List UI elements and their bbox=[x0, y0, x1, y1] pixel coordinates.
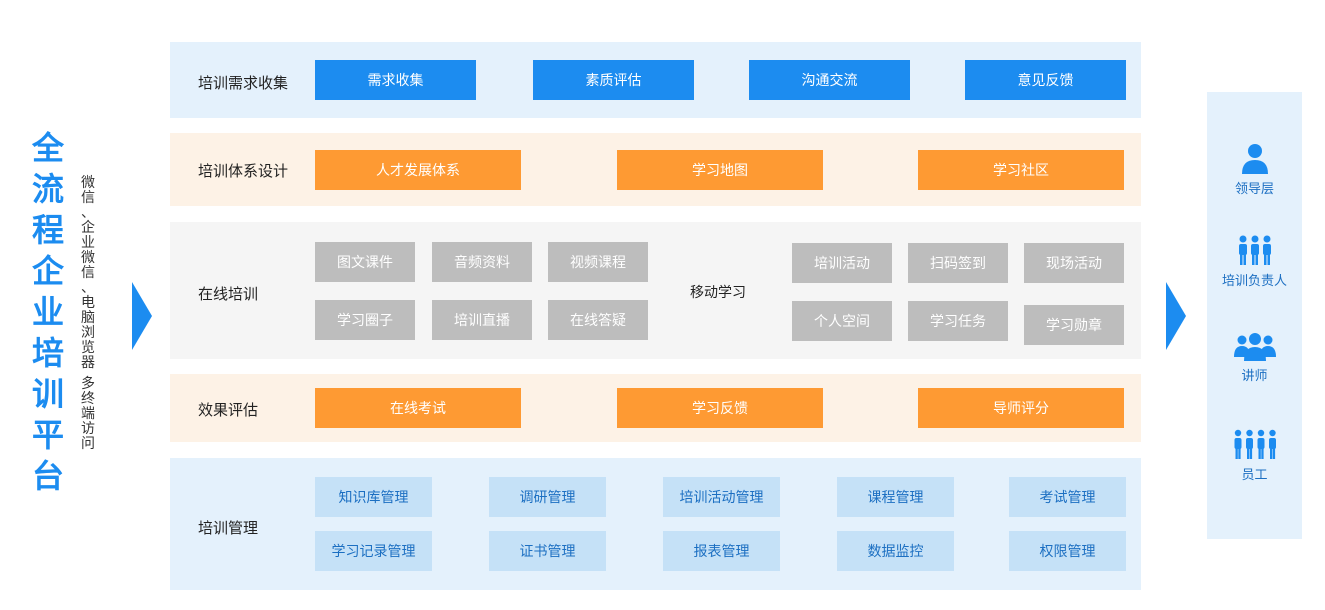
role-leadership: 领导层 bbox=[1207, 140, 1302, 197]
design-item: 学习地图 bbox=[617, 150, 823, 190]
three-people-icon bbox=[1207, 232, 1302, 266]
online-item: 在线答疑 bbox=[548, 300, 648, 340]
title-char: 业 bbox=[31, 293, 64, 331]
band-label: 培训需求收集 bbox=[198, 74, 289, 92]
manage-item: 课程管理 bbox=[837, 477, 954, 517]
four-people-icon bbox=[1207, 426, 1302, 460]
eval-item: 在线考试 bbox=[315, 388, 521, 428]
subtitle-char: 信 bbox=[81, 265, 95, 281]
online-item: 学习勋章 bbox=[1024, 305, 1124, 345]
single-person-icon bbox=[1207, 140, 1302, 174]
subtitle-char: 问 bbox=[81, 436, 95, 452]
manage-item: 培训活动管理 bbox=[663, 477, 780, 517]
eval-item: 导师评分 bbox=[918, 388, 1124, 428]
manage-item: 证书管理 bbox=[489, 531, 606, 571]
manage-item: 知识库管理 bbox=[315, 477, 432, 517]
online-item: 音频资料 bbox=[432, 242, 532, 282]
band-demand-collection: 培训需求收集 需求收集 素质评估 沟通交流 意见反馈 bbox=[170, 42, 1141, 118]
online-item: 培训活动 bbox=[792, 243, 892, 283]
title-char: 企 bbox=[31, 252, 64, 290]
band-label: 培训体系设计 bbox=[198, 162, 289, 180]
subtitle-char: 脑 bbox=[81, 310, 95, 326]
role-employee: 员工 bbox=[1207, 426, 1302, 483]
title-char: 台 bbox=[31, 457, 64, 495]
subtitle-char: 终 bbox=[81, 391, 95, 407]
band-label: 培训管理 bbox=[198, 519, 259, 537]
subtitle-char: 微 bbox=[81, 250, 95, 266]
band-training-management: 培训管理 知识库管理 调研管理 培训活动管理 课程管理 考试管理 学习记录管理 … bbox=[170, 458, 1141, 590]
manage-item: 数据监控 bbox=[837, 531, 954, 571]
platform-subtitle: 微信、企业微信、电脑浏览器 多终端访问 bbox=[78, 176, 98, 452]
subtitle-char: 企 bbox=[81, 220, 95, 236]
online-item: 培训直播 bbox=[432, 300, 532, 340]
role-training-lead: 培训负责人 bbox=[1207, 232, 1302, 289]
left-arrow-icon bbox=[132, 282, 152, 350]
roles-panel: 领导层 培训负责人 讲师 bbox=[1207, 92, 1302, 539]
manage-item: 报表管理 bbox=[663, 531, 780, 571]
right-arrow-icon bbox=[1166, 282, 1186, 350]
subtitle-char: 访 bbox=[81, 421, 95, 437]
online-item: 个人空间 bbox=[792, 301, 892, 341]
subtitle-char: 端 bbox=[81, 406, 95, 422]
subtitle-char: 微 bbox=[81, 175, 95, 191]
platform-title: 全 流 程 企 业 培 训 平 台 bbox=[28, 128, 68, 497]
online-item: 图文课件 bbox=[315, 242, 415, 282]
subtitle-char: 浏 bbox=[81, 325, 95, 341]
online-item: 学习圈子 bbox=[315, 300, 415, 340]
title-char: 全 bbox=[31, 129, 64, 167]
eval-item: 学习反馈 bbox=[617, 388, 823, 428]
demand-item: 素质评估 bbox=[533, 60, 694, 100]
subtitle-char: 、 bbox=[81, 205, 95, 221]
role-label: 培训负责人 bbox=[1221, 274, 1287, 289]
subtitle-char: 电 bbox=[81, 295, 95, 311]
band-system-design: 培训体系设计 人才发展体系 学习地图 学习社区 bbox=[170, 133, 1141, 206]
manage-item: 权限管理 bbox=[1009, 531, 1126, 571]
band-online-training: 在线培训 图文课件 音频资料 视频课程 学习圈子 培训直播 在线答疑 移动学习 … bbox=[170, 222, 1141, 359]
online-item: 视频课程 bbox=[548, 242, 648, 282]
title-char: 训 bbox=[31, 375, 64, 413]
band-effect-evaluation: 效果评估 在线考试 学习反馈 导师评分 bbox=[170, 374, 1141, 442]
online-item: 现场活动 bbox=[1024, 243, 1124, 283]
manage-item: 考试管理 bbox=[1009, 477, 1126, 517]
subtitle-char: 器 bbox=[81, 355, 95, 371]
online-item: 扫码签到 bbox=[908, 243, 1008, 283]
title-char: 培 bbox=[31, 334, 64, 372]
band-label: 在线培训 bbox=[198, 285, 259, 303]
title-char: 程 bbox=[31, 211, 64, 249]
design-item: 人才发展体系 bbox=[315, 150, 521, 190]
online-item: 学习任务 bbox=[908, 301, 1008, 341]
subtitle-char: 览 bbox=[81, 340, 95, 356]
role-label: 领导层 bbox=[1234, 182, 1274, 197]
subtitle-char: 、 bbox=[81, 280, 95, 296]
demand-item: 需求收集 bbox=[315, 60, 476, 100]
title-char: 平 bbox=[31, 416, 64, 454]
role-lecturer: 讲师 bbox=[1207, 327, 1302, 384]
band-label: 效果评估 bbox=[198, 401, 259, 419]
demand-item: 沟通交流 bbox=[749, 60, 910, 100]
subtitle-char: 多 bbox=[81, 376, 95, 392]
role-label: 讲师 bbox=[1241, 369, 1268, 384]
manage-item: 调研管理 bbox=[489, 477, 606, 517]
role-label: 员工 bbox=[1241, 468, 1268, 483]
title-char: 流 bbox=[31, 170, 64, 208]
mobile-learning-label: 移动学习 bbox=[690, 285, 746, 301]
demand-item: 意见反馈 bbox=[965, 60, 1126, 100]
group-people-icon bbox=[1207, 327, 1302, 361]
subtitle-char: 业 bbox=[81, 235, 95, 251]
design-item: 学习社区 bbox=[918, 150, 1124, 190]
manage-item: 学习记录管理 bbox=[315, 531, 432, 571]
subtitle-char: 信 bbox=[81, 190, 95, 206]
